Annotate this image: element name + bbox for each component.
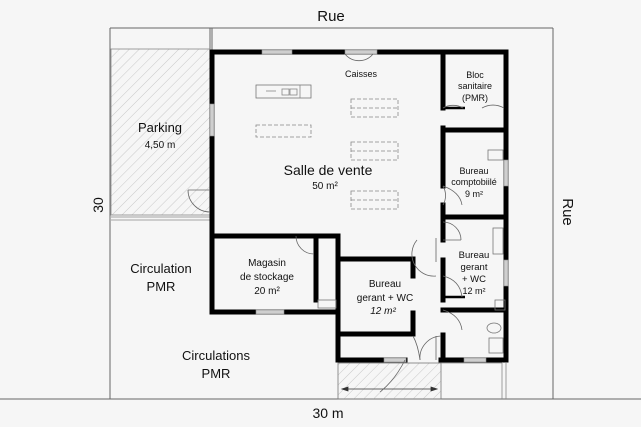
room-name-bloc-sanitaire-2: sanitaire bbox=[458, 81, 492, 91]
room-name-magasin-1: Magasin bbox=[248, 258, 286, 269]
area-name-circulation-2: PMR bbox=[147, 279, 176, 294]
room-name-bureau-comptabilite-2: comptobiilé bbox=[451, 177, 497, 187]
room-area-parking: 4,50 m bbox=[145, 140, 176, 151]
room-area-bureau-gerant-1: 12 m² bbox=[370, 306, 396, 317]
shelves bbox=[255, 84, 399, 210]
room-name-caisses: Caisses bbox=[345, 69, 378, 79]
room-name-bureau-gerant-2c: + WC bbox=[462, 274, 486, 285]
room-name-parking: Parking bbox=[138, 120, 182, 135]
entrance-ramp bbox=[337, 362, 442, 400]
room-name-bureau-gerant-1a: Bureau bbox=[369, 279, 401, 290]
area-name-circulations-2: PMR bbox=[202, 366, 231, 381]
area-name-circulation-1: Circulation bbox=[130, 261, 191, 276]
parking-area bbox=[110, 48, 211, 216]
street-label-right: Rue bbox=[559, 198, 576, 226]
room-name-bureau-gerant-1b: gerant + WC bbox=[357, 293, 413, 304]
room-name-bureau-gerant-2a: Bureau bbox=[459, 250, 490, 261]
room-name-bloc-sanitaire-1: Bloc bbox=[466, 70, 484, 80]
room-name-bureau-gerant-2b: gerant bbox=[461, 262, 488, 273]
room-area-bureau-comptabilite: 9 m² bbox=[465, 189, 483, 199]
fixtures bbox=[317, 149, 506, 354]
windows bbox=[209, 49, 509, 363]
room-name-bloc-sanitaire-3: (PMR) bbox=[462, 93, 488, 103]
room-area-salle-de-vente: 50 m² bbox=[312, 181, 338, 192]
dimension-vertical: 30 bbox=[90, 197, 106, 213]
dimension-horizontal: 30 m bbox=[312, 405, 343, 421]
room-area-magasin: 20 m² bbox=[254, 286, 280, 297]
site-boundary bbox=[0, 27, 641, 400]
street-label-top: Rue bbox=[317, 8, 345, 25]
room-area-bureau-gerant-2: 12 m² bbox=[462, 286, 485, 296]
room-name-salle-de-vente: Salle de vente bbox=[284, 162, 373, 178]
ramp-dimension-arrow bbox=[340, 386, 439, 392]
room-name-bureau-comptabilite-1: Bureau bbox=[459, 166, 488, 176]
area-name-circulations-1: Circulations bbox=[182, 348, 250, 363]
doors bbox=[187, 53, 505, 393]
room-name-magasin-2: de stockage bbox=[240, 272, 294, 283]
